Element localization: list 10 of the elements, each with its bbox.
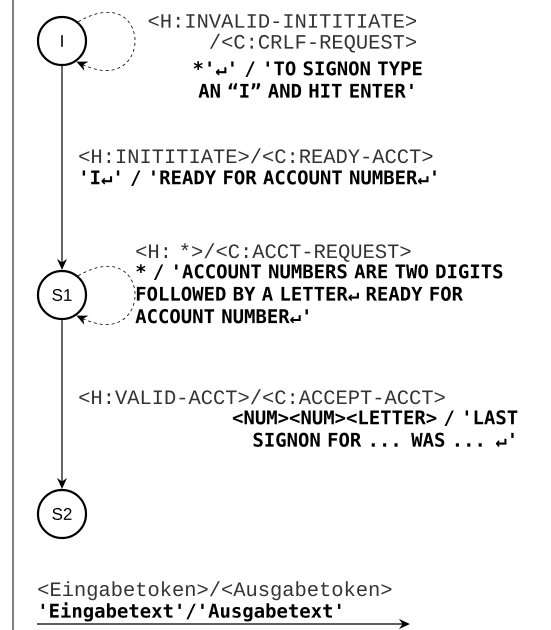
edge-label: <H:INVALID-INITITIATE> /<C:CRLF-REQUEST> [148,14,416,52]
edge-label: <H:INITITIATE>/<C:READY-ACCT> [79,148,432,164]
transition-text: <NUM><NUM><LETTER> / 'LAST SIGNON FOR ... WAS ... ↵' [232,410,518,447]
edge-label: <H: *>/<C:ACCT-REQUEST> [136,243,410,262]
legend-text: 'Eingabetext'/'Ausgabetext' [42,602,340,622]
transition-text: *'↵' / 'TO SIGNON TYPE AN “I” AND HIT ENTER' [194,61,422,98]
legend-text: <Eingabetoken>/<Ausgabetoken> [38,581,392,600]
edge-label: <H:VALID-ACCT>/<C:ACCEPT-ACCT> [79,389,445,404]
transition-text: 'I↵' / 'READY FOR ACCOUNT NUMBER↵' [82,170,436,186]
transition-text: * / 'ACCOUNT NUMBERS ARE TWO DIGITS FOLLOWED BY A LETTER↵ READY FOR ACCOUNT NUMBER↵' [136,264,502,324]
